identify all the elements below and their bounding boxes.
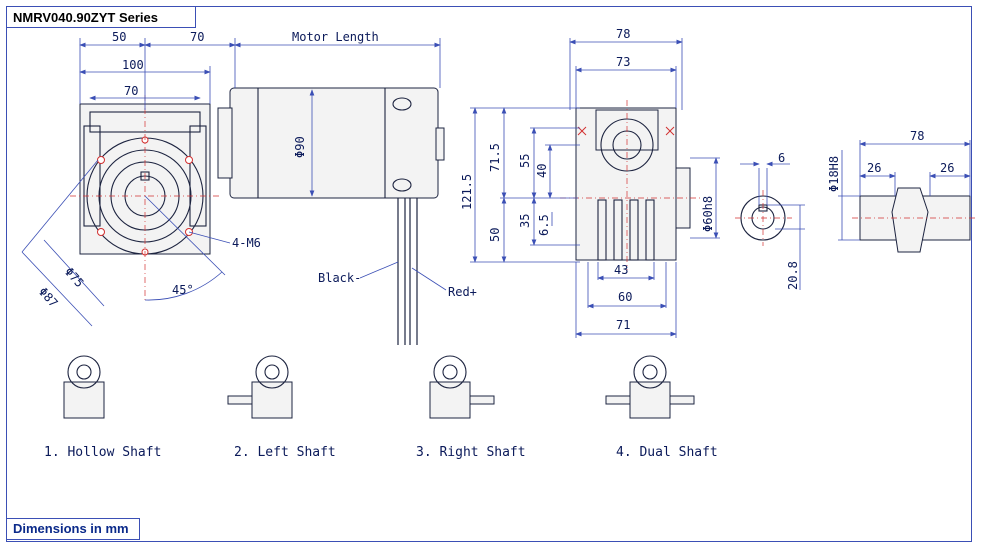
side-fin: [597, 199, 607, 261]
side-fin: [645, 199, 655, 261]
dim-43: 43: [614, 263, 628, 277]
motor-length-label: Motor Length: [292, 30, 379, 44]
sleeve-length: 78: [910, 129, 924, 143]
dim-line-pcd75: [43, 239, 105, 307]
variant-shaft: [227, 395, 253, 405]
variant-housing: [251, 381, 293, 419]
variant-flange: [633, 355, 667, 389]
variant-label: 4. Dual Shaft: [616, 445, 718, 460]
dim-78: 78: [616, 27, 630, 41]
dim-40: 40: [535, 164, 549, 178]
thread-callout: 4-M6: [232, 236, 261, 250]
keyway: [140, 171, 150, 181]
red-mark: [577, 126, 587, 136]
motor-diameter: Φ90: [293, 136, 307, 158]
front-view: 50 70 Motor Length 100 70 Φ90 4-M6 Φ87 Φ…: [21, 30, 477, 345]
dim-121-5: 121.5: [460, 174, 474, 210]
gearbox-right-rib: [189, 125, 207, 227]
dim-55: 55: [518, 154, 532, 168]
variant-right: 3. Right Shaft: [416, 355, 526, 460]
shaft-section: 6 20.8 78 26 26 Φ18H8: [735, 129, 975, 290]
motor-adapter: [217, 107, 233, 179]
units-note: Dimensions in mm: [6, 518, 140, 540]
dim-100: 100: [122, 58, 144, 72]
variant-bore: [264, 364, 280, 380]
wire-black-label: Black-: [318, 271, 361, 285]
pcd-75: Φ75: [62, 265, 87, 290]
dim-71-5: 71.5: [488, 143, 502, 172]
variant-flange: [433, 355, 467, 389]
drawing-frame: [6, 6, 972, 542]
dim-35: 35: [518, 214, 532, 228]
bore-diameter: Φ18H8: [827, 156, 841, 192]
variant-hollow: 1. Hollow Shaft: [44, 355, 161, 460]
dim-70: 70: [190, 30, 204, 44]
red-leader: [411, 267, 447, 291]
angle-45: 45°: [172, 283, 194, 297]
variant-flange: [255, 355, 289, 389]
thread-leader: [188, 231, 231, 244]
dim-71-bottom: 71: [616, 318, 630, 332]
variant-shaft: [469, 395, 495, 405]
brush-cap: [392, 97, 412, 111]
series-title: NMRV040.90ZYT Series: [6, 6, 196, 28]
dim-73: 73: [616, 55, 630, 69]
key-width: 6: [778, 151, 785, 165]
black-leader: [359, 261, 399, 279]
dim-50: 50: [112, 30, 126, 44]
sleeve-hub: [891, 187, 929, 253]
variant-bore: [442, 364, 458, 380]
flange-diameter: Φ60h8: [701, 196, 715, 232]
variant-flange: [67, 355, 101, 389]
bolt-hole: [185, 156, 193, 164]
angle-ray: [144, 195, 226, 276]
red-mark: [665, 126, 675, 136]
variant-housing: [429, 381, 471, 419]
side-fin: [629, 199, 639, 261]
side-view: 78 73 121.5 71.5 50 55 40 35 6.5: [460, 27, 720, 338]
sleeve-left-26: 26: [867, 161, 881, 175]
variant-shaft-right: [669, 395, 695, 405]
dim-70-inner: 70: [124, 84, 138, 98]
bolt-hole: [97, 228, 105, 236]
variant-label: 1. Hollow Shaft: [44, 445, 161, 460]
wire-red-label: Red+: [448, 285, 477, 299]
variant-left: 2. Left Shaft: [227, 355, 336, 460]
dim-6-5: 6.5: [537, 214, 551, 236]
sleeve-right-26: 26: [940, 161, 954, 175]
motor-body: [229, 87, 439, 199]
variant-shaft-left: [605, 395, 631, 405]
motor-rear-stub: [435, 127, 445, 161]
angle-arc: [144, 271, 223, 301]
brush-cap: [392, 178, 412, 192]
variant-dual: 4. Dual Shaft: [605, 355, 718, 460]
variant-label: 2. Left Shaft: [234, 445, 336, 460]
variant-bore: [76, 364, 92, 380]
key-height: 20.8: [786, 261, 800, 290]
side-fin: [613, 199, 623, 261]
variant-label: 3. Right Shaft: [416, 445, 526, 460]
variant-bore: [642, 364, 658, 380]
pcd-ext: [21, 159, 99, 253]
dim-50-side: 50: [488, 228, 502, 242]
dim-60-bottom: 60: [618, 290, 632, 304]
bolt-hole: [97, 156, 105, 164]
gearbox-left-rib: [83, 125, 101, 227]
variant-housing: [629, 381, 671, 419]
dim-line-pcd87: [21, 251, 93, 327]
variant-housing: [63, 381, 105, 419]
